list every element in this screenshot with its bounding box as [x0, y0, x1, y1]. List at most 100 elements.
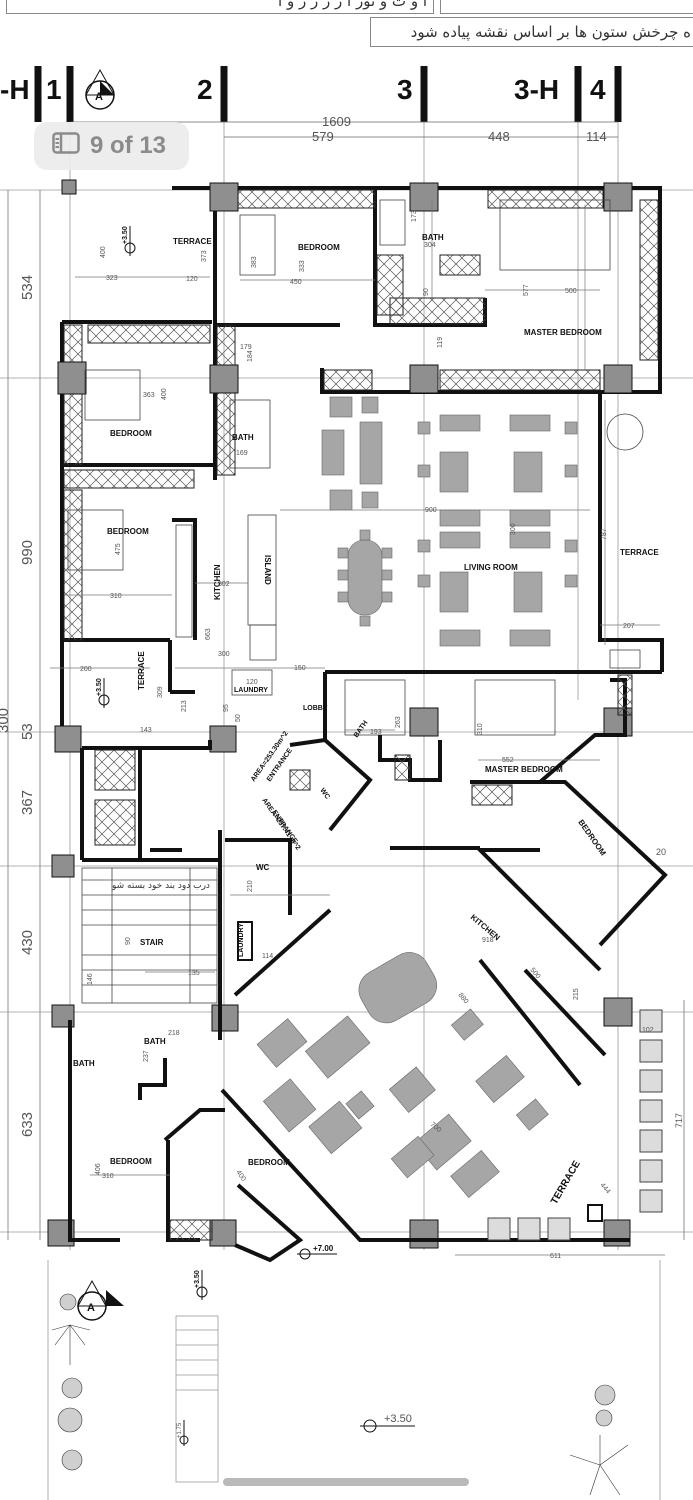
svg-text:119: 119	[437, 337, 444, 348]
svg-text:302: 302	[218, 581, 230, 588]
fixtures-upper	[67, 199, 644, 736]
svg-text:373: 373	[201, 250, 208, 262]
svg-text:193: 193	[370, 729, 382, 736]
svg-text:304: 304	[424, 242, 436, 249]
svg-text:918: 918	[482, 937, 494, 944]
svg-text:95: 95	[223, 704, 230, 712]
room-label: BEDROOM	[110, 1157, 152, 1166]
level-marker-icon: +3.50	[360, 1413, 415, 1433]
svg-text:300: 300	[510, 523, 517, 535]
page-indicator[interactable]: 9 of 13	[34, 122, 189, 170]
room-label: BEDROOM	[248, 1158, 290, 1167]
home-indicator[interactable]	[223, 1478, 469, 1486]
svg-text:611: 611	[550, 1253, 561, 1260]
svg-text:444: 444	[598, 1182, 611, 1196]
svg-text:218: 218	[168, 1030, 180, 1037]
section-marker-icon: A	[85, 68, 115, 110]
svg-text:450: 450	[290, 279, 302, 286]
hatched-walls-lower	[94, 674, 633, 1241]
svg-text:20: 20	[656, 847, 666, 857]
svg-text:+7.00: +7.00	[313, 1244, 334, 1253]
svg-text:146: 146	[87, 973, 94, 985]
page-icon	[52, 131, 80, 161]
svg-text:310: 310	[102, 1173, 114, 1180]
svg-text:717: 717	[674, 1113, 684, 1128]
svg-text:406: 406	[95, 1163, 102, 1175]
columns	[47, 179, 633, 1249]
svg-text:880: 880	[456, 992, 469, 1006]
room-label: BATH	[73, 1059, 95, 1068]
site-features	[47, 1260, 661, 1500]
svg-text:135: 135	[188, 970, 200, 977]
svg-text:500: 500	[565, 288, 577, 295]
hatched-walls-upper	[63, 189, 659, 641]
svg-text:90: 90	[125, 937, 132, 945]
svg-text:114: 114	[262, 953, 273, 960]
level-marker-icon: +3.50	[122, 226, 136, 256]
svg-text:663: 663	[205, 628, 212, 640]
axis-label-3: 3	[397, 74, 413, 105]
room-label: TERRACE	[549, 1159, 583, 1207]
axis-label-2: 2	[197, 74, 213, 105]
room-label: BATH	[353, 720, 370, 740]
svg-text:383: 383	[251, 256, 258, 268]
room-label: BEDROOM	[298, 243, 340, 252]
svg-text:120: 120	[186, 276, 198, 283]
svg-text:207: 207	[623, 623, 635, 630]
svg-text:534: 534	[19, 275, 36, 300]
room-label: KITCHEN	[213, 564, 222, 600]
svg-text:577: 577	[523, 284, 530, 296]
svg-text:114: 114	[586, 129, 607, 144]
svg-text:90: 90	[423, 288, 430, 296]
svg-text:200: 200	[80, 666, 92, 673]
section-marker-icon: A	[77, 1279, 124, 1321]
level-marker-icon: +1.75	[177, 1420, 189, 1446]
svg-text:+1.75: +1.75	[177, 1422, 183, 1438]
note-top-right	[440, 0, 693, 14]
furniture-lower	[256, 952, 549, 1199]
svg-text:400: 400	[234, 1169, 246, 1183]
svg-text:579: 579	[312, 129, 334, 144]
terrace-planters	[487, 1009, 663, 1241]
svg-text:215: 215	[573, 988, 580, 1000]
dim-lines-upper	[50, 200, 660, 669]
level-marker-icon: +3.50	[194, 1270, 208, 1300]
svg-text:633: 633	[19, 1112, 36, 1137]
axis-label-h: -H	[0, 74, 30, 105]
room-label: BEDROOM	[107, 527, 149, 536]
room-label: MASTER BEDROOM	[524, 328, 602, 337]
room-label: BEDROOM	[576, 818, 608, 858]
svg-text:300: 300	[218, 651, 230, 658]
dim-lines-lower	[90, 729, 665, 1256]
room-label: MASTER BEDROOM	[485, 765, 563, 774]
room-label: ISLAND	[263, 555, 272, 585]
room-label: TERRACE	[137, 651, 146, 690]
stair	[81, 867, 253, 1004]
svg-text:900: 900	[425, 507, 437, 514]
svg-text:1609: 1609	[322, 114, 351, 129]
svg-text:333: 333	[299, 260, 306, 272]
svg-text:213: 213	[181, 700, 188, 712]
svg-text:143: 143	[140, 727, 152, 734]
svg-text:179: 179	[240, 344, 252, 351]
room-label: LAUNDRY	[234, 687, 268, 694]
note-second: ه چرخش ستون ها بر اساس نقشه پیاده شود	[370, 17, 693, 47]
svg-text:173: 173	[411, 210, 418, 222]
svg-text:184: 184	[247, 350, 254, 362]
svg-text:323: 323	[106, 275, 118, 282]
svg-text:+3.50: +3.50	[194, 1270, 201, 1288]
room-label: STAIR	[140, 938, 164, 947]
svg-text:A: A	[95, 91, 103, 103]
grid-axes	[34, 66, 622, 122]
stair-door-note: درب دود بند خود بسته شو	[111, 881, 210, 891]
right-dimensions: 717 20	[656, 847, 685, 1240]
svg-text:+3.50: +3.50	[96, 678, 103, 696]
svg-text:400: 400	[161, 388, 168, 400]
axis-label-1: 1	[46, 74, 62, 105]
level-marker-icon: +7.00	[297, 1244, 337, 1260]
svg-text:430: 430	[19, 930, 36, 955]
svg-text:263: 263	[395, 716, 402, 728]
svg-text:475: 475	[115, 543, 122, 555]
